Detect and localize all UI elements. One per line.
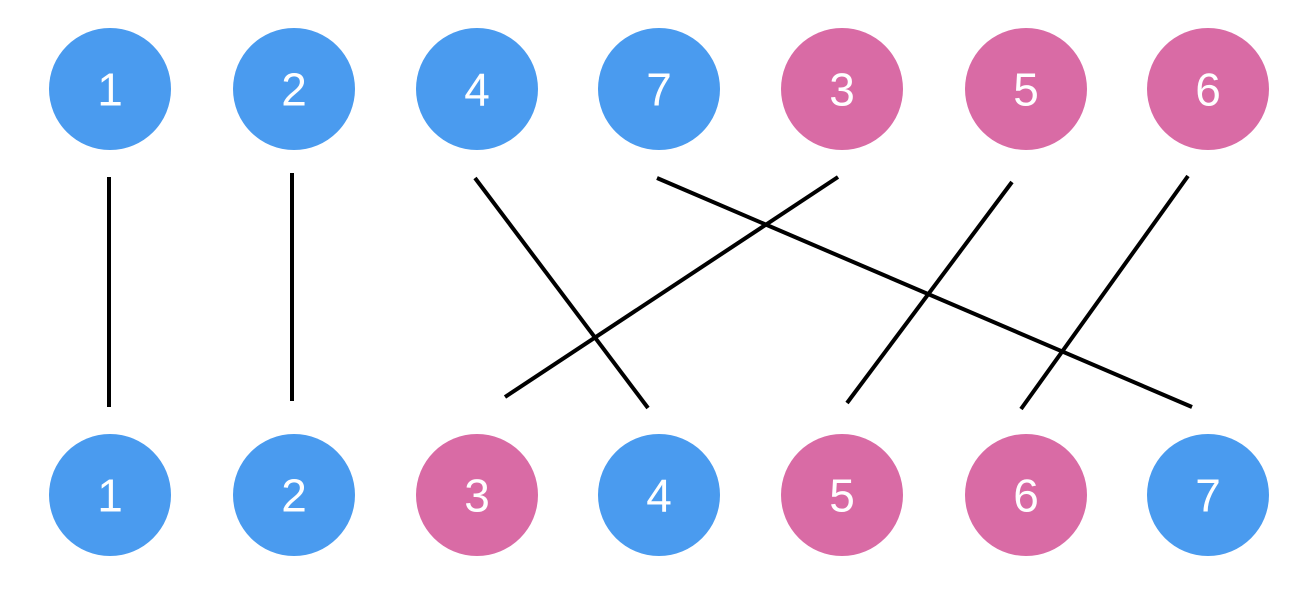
bottom-node-7: 7 <box>1147 434 1269 556</box>
top-node-2-circle <box>233 28 355 150</box>
bottom-node-5: 5 <box>781 434 903 556</box>
bottom-node-5-label: 5 <box>829 470 855 522</box>
bottom-node-2: 2 <box>233 434 355 556</box>
edges-layer <box>107 173 1193 411</box>
bottom-node-4-label: 4 <box>646 470 672 522</box>
top-node-3-circle <box>781 28 903 150</box>
bottom-node-1: 1 <box>49 434 171 556</box>
top-node-4-label: 4 <box>464 64 490 116</box>
top-node-6: 6 <box>1147 28 1269 150</box>
bottom-node-7-circle <box>1147 434 1269 556</box>
edge-6-to-6 <box>1019 174 1190 411</box>
top-node-2: 2 <box>233 28 355 150</box>
bottom-node-6-circle <box>965 434 1087 556</box>
top-node-7-label: 7 <box>646 64 672 116</box>
top-node-4: 4 <box>416 28 538 150</box>
bottom-node-2-label: 2 <box>281 470 307 522</box>
top-node-6-label: 6 <box>1195 64 1221 116</box>
edge-4-to-4 <box>473 176 650 410</box>
bottom-node-7-label: 7 <box>1195 470 1221 522</box>
bottom-node-3-circle <box>416 434 538 556</box>
top-node-1-circle <box>49 28 171 150</box>
top-node-3: 3 <box>781 28 903 150</box>
bottom-node-1-circle <box>49 434 171 556</box>
top-node-3-label: 3 <box>829 64 855 116</box>
top-node-1: 1 <box>49 28 171 150</box>
top-node-2-label: 2 <box>281 64 307 116</box>
top-node-1-label: 1 <box>97 64 123 116</box>
bottom-node-6: 6 <box>965 434 1087 556</box>
bottom-node-3: 3 <box>416 434 538 556</box>
edge-5-to-5 <box>845 180 1014 405</box>
top-node-5-circle <box>965 28 1087 150</box>
edge-7-to-7 <box>656 176 1193 409</box>
bottom-node-4: 4 <box>598 434 720 556</box>
top-node-4-circle <box>416 28 538 150</box>
bottom-node-5-circle <box>781 434 903 556</box>
edge-3-to-3 <box>503 175 840 399</box>
top-node-6-circle <box>1147 28 1269 150</box>
bottom-node-6-label: 6 <box>1013 470 1039 522</box>
bottom-node-4-circle <box>598 434 720 556</box>
bottom-node-2-circle <box>233 434 355 556</box>
top-node-5-label: 5 <box>1013 64 1039 116</box>
bottom-node-1-label: 1 <box>97 470 123 522</box>
top-row-layer: 1 2 4 7 3 5 6 <box>49 28 1269 150</box>
top-node-7: 7 <box>598 28 720 150</box>
top-node-7-circle <box>598 28 720 150</box>
bottom-row-layer: 1 2 3 4 5 6 7 <box>49 434 1269 556</box>
top-node-5: 5 <box>965 28 1087 150</box>
bottom-node-3-label: 3 <box>464 470 490 522</box>
